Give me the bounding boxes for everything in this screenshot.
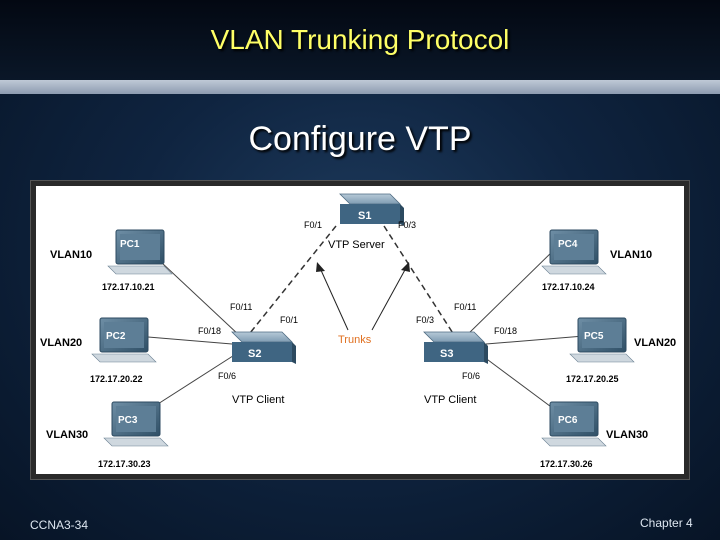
s2-port-pc1: F0/11: [230, 302, 252, 312]
pc5-ip: 172.17.20.25: [566, 374, 619, 384]
s3-port-pc4: F0/11: [454, 302, 476, 312]
pc4-ip: 172.17.10.24: [542, 282, 595, 292]
s3-port-pc6: F0/6: [462, 371, 480, 381]
pc2-ip: 172.17.20.22: [90, 374, 143, 384]
pc3-name: PC3: [118, 415, 138, 426]
pc4-vlan: VLAN10: [610, 249, 652, 261]
switch-s1: [339, 193, 404, 226]
pc1-computer-icon: [107, 229, 173, 275]
s2-role-label: VTP Client: [232, 394, 284, 406]
pc2-computer-icon: [91, 317, 157, 363]
pc3-computer-icon: [103, 401, 169, 447]
s3-role-label: VTP Client: [424, 394, 476, 406]
s2-port-up: F0/1: [280, 315, 298, 325]
title-bar: [0, 0, 720, 80]
slide-number: CCNA3-34: [30, 518, 89, 532]
pc6-vlan: VLAN30: [606, 429, 648, 441]
pc2-vlan: VLAN20: [40, 337, 82, 349]
pc3-ip: 172.17.30.23: [98, 459, 151, 469]
pc5-computer-icon: [569, 317, 635, 363]
pc6-computer-icon: [541, 401, 607, 447]
chapter-label: Chapter 4: [640, 516, 693, 530]
s3-port-pc5: F0/18: [494, 326, 517, 336]
s3-port-up: F0/3: [416, 315, 434, 325]
switch-s3-name: S3: [440, 348, 453, 360]
pc6-name: PC6: [558, 415, 578, 426]
s1-port-left: F0/1: [304, 220, 322, 230]
pc3-vlan: VLAN30: [46, 429, 88, 441]
switch-s1-name: S1: [358, 210, 371, 222]
trunk-link-s1-s3: [383, 225, 457, 339]
slide-subtitle: Configure VTP: [248, 120, 472, 158]
network-diagram: S1 F0/1 F0/3 VTP Server S2 F0/11 F0/1 F0…: [36, 186, 684, 474]
pc5-name: PC5: [584, 331, 604, 342]
pc1-name: PC1: [120, 239, 140, 250]
s2-port-pc3: F0/6: [218, 371, 236, 381]
switch-s2: [231, 331, 296, 364]
network-diagram-svg: S1 F0/1 F0/3 VTP Server S2 F0/11 F0/1 F0…: [40, 193, 676, 469]
title-divider: [0, 80, 720, 94]
trunks-arrowhead-left: [316, 262, 325, 272]
pc1-vlan: VLAN10: [50, 249, 92, 261]
switch-s2-name: S2: [248, 348, 261, 360]
link-pc4-s3: [465, 247, 557, 337]
trunks-arrowhead-right: [401, 262, 410, 272]
pc4-name: PC4: [558, 239, 578, 250]
trunks-arrow-right: [371, 267, 407, 331]
link-pc5-s3: [485, 335, 585, 345]
trunks-arrow-left: [319, 267, 349, 331]
s1-port-right: F0/3: [398, 220, 416, 230]
pc5-vlan: VLAN20: [634, 337, 676, 349]
link-pc2-s2: [135, 335, 233, 345]
trunk-link-s1-s2: [245, 225, 337, 339]
slide-title: VLAN Trunking Protocol: [210, 24, 510, 55]
pc4-computer-icon: [541, 229, 607, 275]
pc1-ip: 172.17.10.21: [102, 282, 155, 292]
vtp-server-label: VTP Server: [328, 239, 385, 251]
s2-port-pc2: F0/18: [198, 326, 221, 336]
trunks-label: Trunks: [338, 334, 372, 346]
pc2-name: PC2: [106, 331, 126, 342]
switch-s3: [423, 331, 488, 364]
pc6-ip: 172.17.30.26: [540, 459, 593, 469]
